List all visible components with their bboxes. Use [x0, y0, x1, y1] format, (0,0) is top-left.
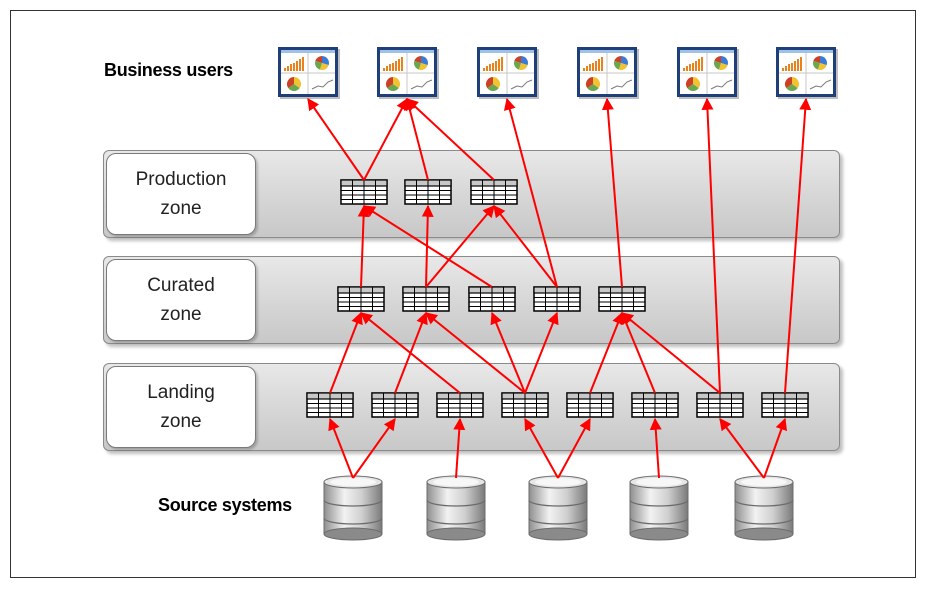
curated-zone-label: Curated zone [147, 275, 215, 325]
flow-arrow [329, 311, 363, 394]
table-icon [306, 392, 354, 418]
curated-zone-label-box: Curated zone [106, 259, 256, 341]
dashboard-icon [577, 47, 639, 99]
table-icon [501, 392, 549, 418]
nodes-layer [278, 47, 838, 541]
dashboard-icon [477, 47, 539, 99]
flow-arrow [406, 98, 495, 181]
flow-arrow [403, 97, 429, 181]
flow-arrow [524, 311, 559, 394]
landing-zone-label: Landing zone [147, 382, 215, 432]
production-zone-label: Production zone [135, 169, 227, 219]
table-icon [402, 286, 450, 312]
table-icon [533, 286, 581, 312]
table-icon [340, 179, 388, 205]
table-icon [404, 179, 452, 205]
flow-arrow [363, 97, 408, 181]
table-icon [761, 392, 809, 418]
flow-arrow [784, 97, 812, 394]
flow-arrow [701, 97, 721, 394]
table-icon [371, 392, 419, 418]
flow-arrow [453, 417, 466, 479]
dashboard-icon [278, 47, 340, 99]
landing-zone-label-box: Landing zone [106, 366, 256, 448]
flow-arrow [360, 312, 461, 394]
table-icon [696, 392, 744, 418]
production-zone-label-box: Production zone [106, 153, 256, 235]
flow-arrow [362, 205, 493, 288]
flow-arrow [557, 417, 591, 479]
database-icon [426, 475, 486, 541]
source-systems-label: Source systems [158, 495, 292, 515]
table-icon [598, 286, 646, 312]
table-icon [337, 286, 385, 312]
database-icon [323, 475, 383, 541]
business-users-label: Business users [104, 60, 233, 80]
flow-arrow [719, 418, 765, 479]
table-icon [470, 179, 518, 205]
database-icon [629, 475, 689, 541]
flow-arrow [621, 312, 721, 394]
dashboard-icon [677, 47, 739, 99]
dashboard-icon [377, 47, 439, 99]
table-icon [436, 392, 484, 418]
table-icon [468, 286, 516, 312]
table-icon [631, 392, 679, 418]
database-icon [528, 475, 588, 541]
flow-arrow [328, 417, 354, 479]
flow-arrow [620, 311, 656, 394]
flow-arrow [524, 417, 559, 479]
flow-arrow [490, 311, 526, 394]
flow-arrow [493, 205, 558, 288]
flow-arrow [357, 204, 370, 288]
flow-arrow [425, 205, 495, 288]
flow-arrow [425, 312, 526, 394]
database-icon [734, 475, 794, 541]
flow-arrow [649, 417, 662, 479]
flow-arrow [589, 311, 624, 394]
flow-arrow [307, 98, 365, 181]
flow-arrow [763, 417, 788, 479]
flow-arrow [601, 97, 623, 288]
edges-layer [307, 97, 812, 479]
flow-arrow [503, 97, 558, 288]
dashboard-icon [776, 47, 838, 99]
flow-arrow [352, 418, 396, 479]
table-icon [566, 392, 614, 418]
